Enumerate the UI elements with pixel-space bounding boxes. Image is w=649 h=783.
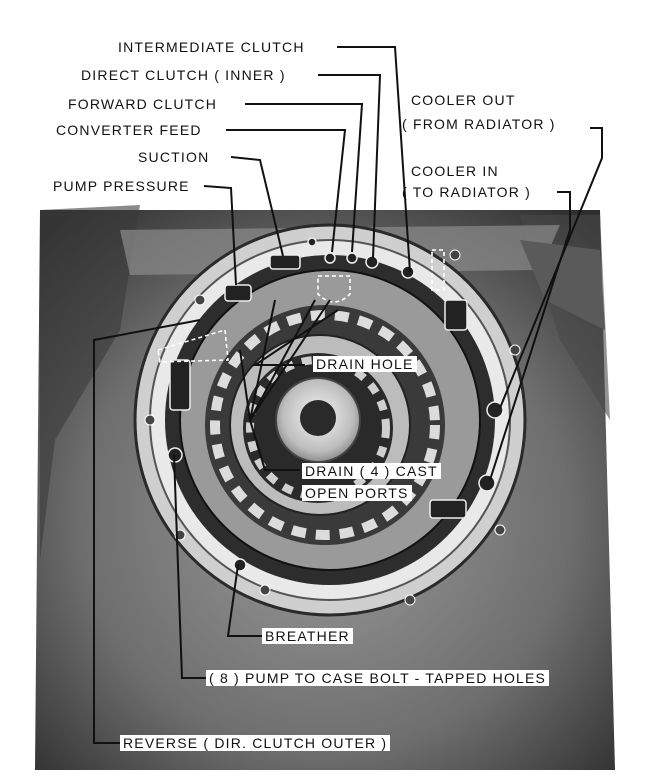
- label-converter-feed: CONVERTER FEED: [56, 122, 202, 138]
- label-bolt-holes: ( 8 ) PUMP TO CASE BOLT - TAPPED HOLES: [206, 670, 550, 686]
- leader-lines: [93, 46, 603, 744]
- label-drain-cast: DRAIN ( 4 ) CAST: [302, 463, 441, 479]
- label-reverse: REVERSE ( DIR. CLUTCH OUTER ): [120, 735, 391, 751]
- label-drain-cast-sub: OPEN PORTS: [302, 485, 412, 501]
- label-breather: BREATHER: [262, 628, 353, 644]
- drain-outlines: [157, 249, 445, 363]
- label-drain-hole: DRAIN HOLE: [313, 356, 417, 372]
- label-intermediate-clutch: INTERMEDIATE CLUTCH: [118, 39, 305, 55]
- label-direct-clutch-inner: DIRECT CLUTCH ( INNER ): [81, 67, 286, 83]
- pump-body: [133, 223, 527, 617]
- label-pump-pressure: PUMP PRESSURE: [53, 178, 190, 194]
- label-cooler-in-sub: ( TO RADIATOR ): [402, 184, 531, 200]
- oil-passages: [167, 237, 504, 572]
- label-cooler-out-sub: ( FROM RADIATOR ): [402, 116, 556, 132]
- label-forward-clutch: FORWARD CLUTCH: [68, 96, 218, 112]
- label-suction: SUCTION: [138, 149, 210, 165]
- label-cooler-out: COOLER OUT: [411, 92, 516, 108]
- bolt-holes: [144, 249, 521, 606]
- photo-bottom-margin: [0, 770, 649, 783]
- label-cooler-in: COOLER IN: [411, 163, 499, 179]
